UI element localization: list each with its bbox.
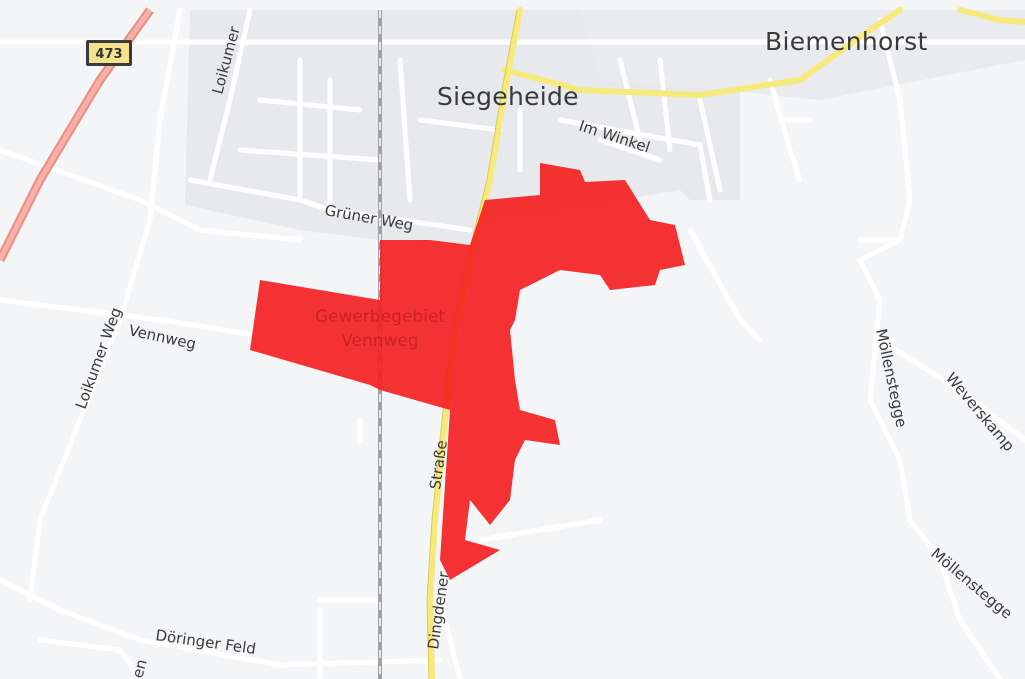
area-label-line1: Gewerbegebiet <box>315 307 445 327</box>
minor-roads <box>0 7 1025 679</box>
highlight-area-polygon[interactable] <box>250 163 685 580</box>
area-label-line2: Vennweg <box>341 331 418 351</box>
road-shield-473: 473 <box>86 40 132 66</box>
road-shield-number: 473 <box>95 47 122 62</box>
place-label-siegeheide: Siegeheide <box>437 82 579 111</box>
urban-area-biemenhorst <box>580 10 1025 100</box>
street-label-partial: en <box>128 657 150 679</box>
place-label-biemenhorst: Biemenhorst <box>765 27 928 56</box>
